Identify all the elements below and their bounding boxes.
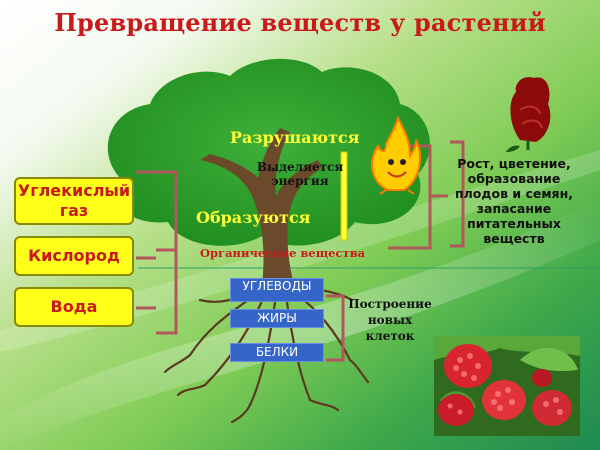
page-title: Превращение веществ у растений <box>54 8 546 37</box>
brackets <box>136 140 465 362</box>
raspberry-photo <box>434 336 580 436</box>
input-box-water: Вода <box>14 287 134 327</box>
label-destroyed: Разрушаются <box>230 128 360 147</box>
input-box-oxygen: Кислород <box>14 236 134 276</box>
substance-proteins: БЕЛКИ <box>230 343 324 362</box>
label-formed: Образуются <box>196 208 311 227</box>
substance-carbohydrates: УГЛЕВОДЫ <box>230 278 324 302</box>
tree-trunk <box>200 128 322 285</box>
rose-icon <box>506 77 551 152</box>
input-label-co2: Углекислый газ <box>17 181 131 220</box>
outcome-text: Рост, цветение, образование плодов и сем… <box>455 156 573 246</box>
label-building-cells: Построение новых клеток <box>348 297 432 343</box>
substance-fats: ЖИРЫ <box>230 309 324 328</box>
energy-bar <box>340 151 348 241</box>
sun-flame-icon <box>371 115 421 195</box>
input-box-co2: Углекислый газ <box>14 177 134 225</box>
label-energy: Выделяется энергия <box>256 160 344 188</box>
input-label-oxygen: Кислород <box>28 246 120 265</box>
label-organic: Органические вещества <box>200 246 366 260</box>
input-label-water: Вода <box>50 297 98 316</box>
